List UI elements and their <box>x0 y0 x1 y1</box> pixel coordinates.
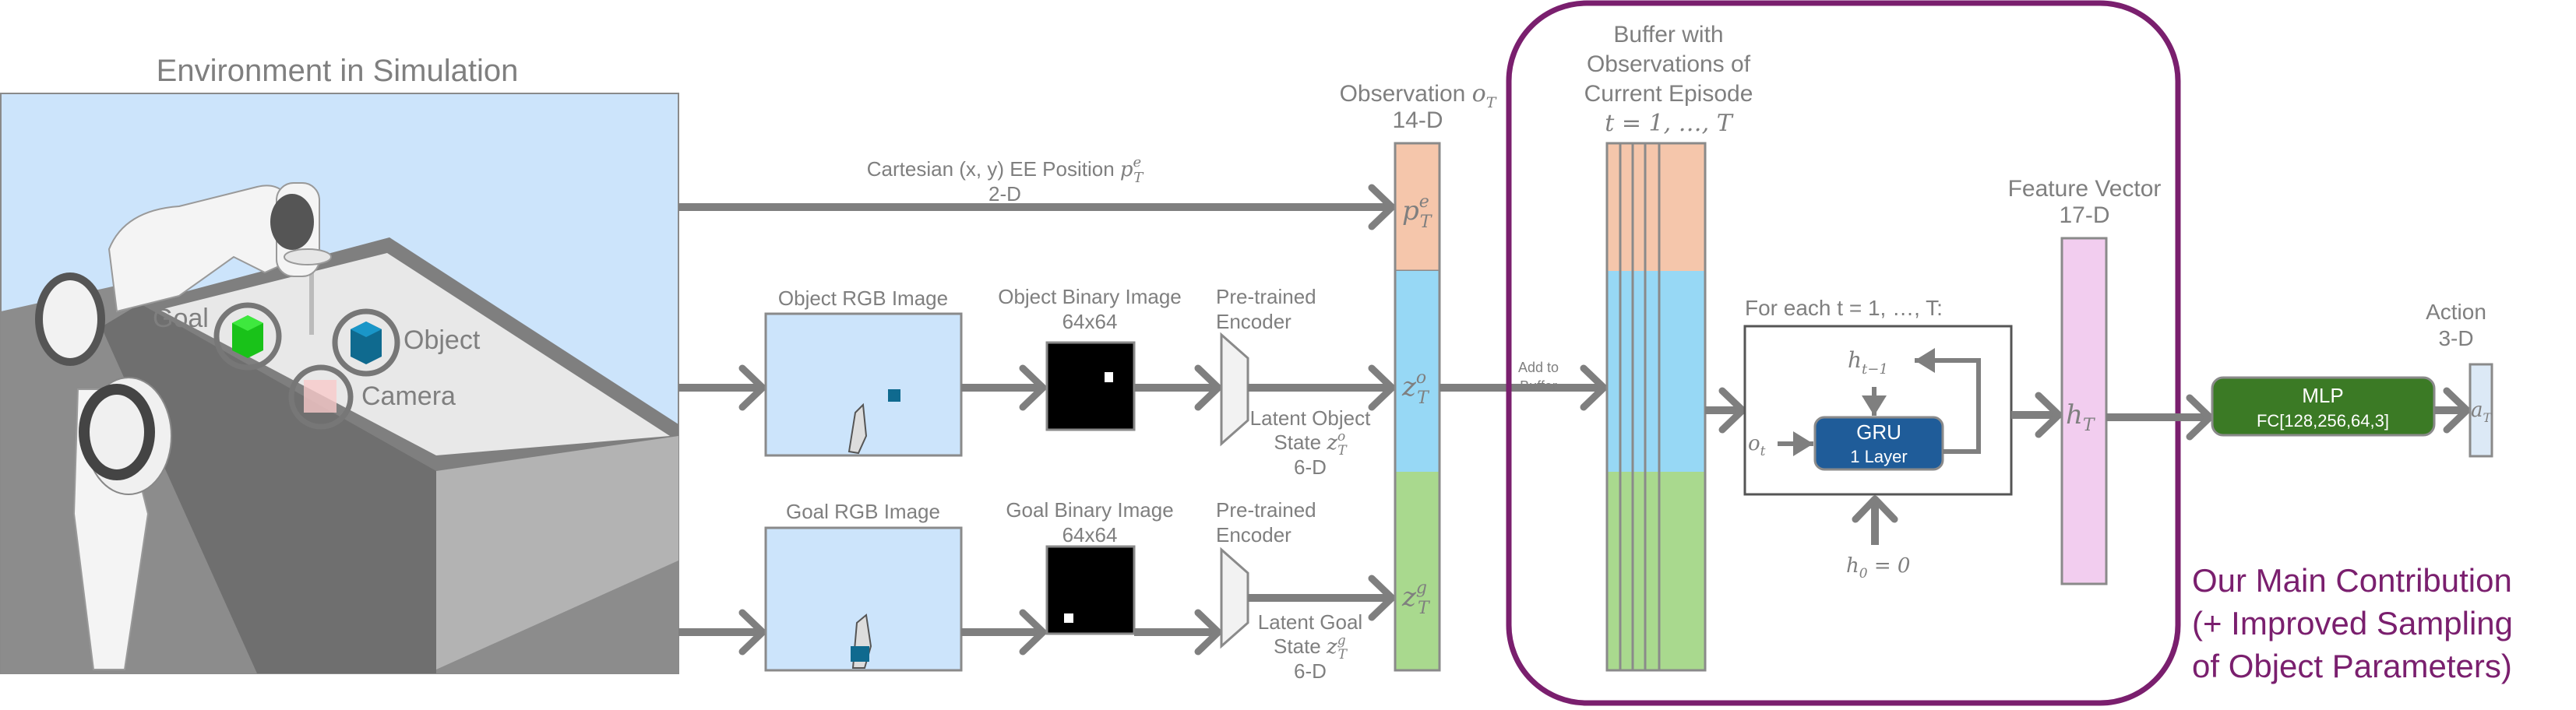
recurrent-loop-arrow <box>1915 348 1981 454</box>
feature-vector-title: Feature Vector <box>2008 176 2162 202</box>
object-rgb-label: Object RGB Image <box>778 286 948 310</box>
observation-segment-goal <box>1395 472 1440 670</box>
observation-vector <box>1394 142 1441 672</box>
observation-title: Observation oT <box>1340 80 1497 111</box>
goal-label: Goal <box>153 304 209 333</box>
robot-arm-illustration <box>35 182 332 670</box>
gru-block-title: GRU <box>1856 420 1901 444</box>
observation-buffer <box>1605 142 1707 672</box>
mlp-layers: FC[128,256,64,3] <box>2257 411 2389 431</box>
object-binary-size: 64x64 <box>1062 310 1118 333</box>
goal-rgb-label: Goal RGB Image <box>786 500 940 523</box>
object-rgb-image <box>764 312 963 457</box>
camera-label: Camera <box>361 381 456 411</box>
gru-input-symbol: ot <box>1748 432 1766 459</box>
mlp-title: MLP <box>2302 384 2343 407</box>
contribution-line-1: Our Main Contribution <box>2192 562 2512 599</box>
goal-binary-label: Goal Binary Image <box>1006 498 1173 522</box>
action-title: Action <box>2426 300 2486 324</box>
object-encoder-label-1: Pre-trained <box>1216 285 1316 308</box>
object-label: Object <box>403 325 481 355</box>
goal-encoder <box>1220 547 1249 649</box>
gru-block <box>1813 416 1944 471</box>
object-binary-label: Object Binary Image <box>998 285 1182 308</box>
initial-hidden-label: h0 = 0 <box>1846 554 1910 582</box>
object-encoder-label-2: Encoder <box>1216 310 1292 333</box>
object-binary-image <box>1045 341 1136 431</box>
ee-position-dim: 2-D <box>988 182 1021 206</box>
action-symbol: aT <box>2471 399 2493 425</box>
goal-binary-size: 64x64 <box>1062 523 1118 547</box>
main-contribution-frame <box>1506 0 2181 706</box>
observation-dim: 14-D <box>1392 107 1443 133</box>
object-latent-label-1: Latent Object <box>1250 406 1371 430</box>
gru-loop-title: For each t = 1, …, T: <box>1745 296 1943 320</box>
buffer-range: t = 1, …, T <box>1605 110 1733 137</box>
goal-latent-dim: 6-D <box>1294 659 1327 683</box>
contribution-line-3: of Object Parameters) <box>2192 648 2512 684</box>
goal-encoder-label-1: Pre-trained <box>1216 498 1316 522</box>
action-vector <box>2469 363 2493 458</box>
goal-latent-label-1: Latent Goal <box>1258 610 1362 634</box>
feature-vector <box>2060 237 2108 585</box>
object-encoder <box>1220 332 1249 447</box>
simulation-scene <box>0 93 679 674</box>
object-latent-dim: 6-D <box>1294 455 1327 479</box>
feature-vector-dim: 17-D <box>2059 202 2109 228</box>
environment-title: Environment in Simulation <box>157 54 519 88</box>
observation-segment-object <box>1395 271 1440 472</box>
goal-rgb-image <box>764 526 963 672</box>
buffer-title-3: Current Episode <box>1584 81 1753 107</box>
hidden-prev-symbol: ht−1 <box>1848 347 1888 378</box>
buffer-title-2: Observations of <box>1587 51 1751 77</box>
buffer-title-1: Buffer with <box>1613 22 1723 47</box>
action-dim: 3-D <box>2438 326 2473 350</box>
add-to-buffer-label-2: Buffer <box>1520 378 1557 394</box>
goal-binary-image <box>1045 545 1136 635</box>
gru-block-layers: 1 Layer <box>1850 447 1907 466</box>
feature-vector-symbol: hT <box>2066 399 2096 435</box>
goal-encoder-label-2: Encoder <box>1216 523 1292 547</box>
contribution-line-2: (+ Improved Sampling <box>2192 605 2513 641</box>
add-to-buffer-label-1: Add to <box>1518 360 1559 375</box>
